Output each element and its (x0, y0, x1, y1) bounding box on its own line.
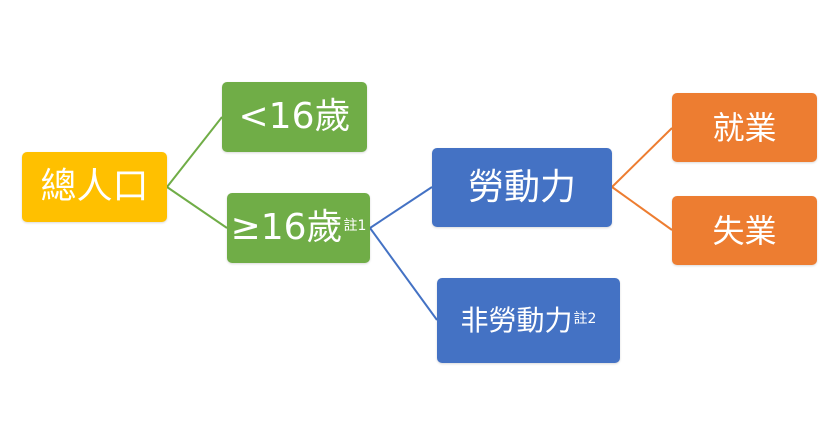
connector-over16-to-nonlabor (369, 227, 438, 321)
node-not-in-labor-force-label: 非勞動力 (460, 303, 573, 337)
connector-labor-to-unemployed (611, 186, 673, 231)
connector-labor-to-employed (611, 127, 673, 188)
node-unemployed-label: 失業 (712, 211, 777, 250)
node-labor-force: 勞動力 (432, 148, 612, 227)
node-employed-label: 就業 (712, 108, 777, 147)
node-labor-force-label: 勞動力 (467, 166, 576, 208)
node-total-population: 總人口 (22, 152, 167, 222)
node-not-in-labor-force: 非勞動力 註2 (437, 278, 620, 363)
node-unemployed: 失業 (672, 196, 817, 265)
note-2-marker: 註2 (573, 310, 597, 327)
node-total-population-label: 總人口 (40, 166, 149, 207)
note-1-marker: 註1 (343, 218, 367, 234)
connector-total-to-over16 (166, 186, 228, 229)
node-16-and-over-label: ≥16歲 (230, 207, 343, 248)
node-16-and-over: ≥16歲 註1 (227, 193, 370, 263)
connector-over16-to-labor (369, 186, 433, 229)
connector-total-to-under16 (166, 116, 223, 188)
node-under-16: <16歲 (222, 82, 367, 152)
node-under-16-label: <16歲 (238, 96, 351, 137)
node-employed: 就業 (672, 93, 817, 162)
